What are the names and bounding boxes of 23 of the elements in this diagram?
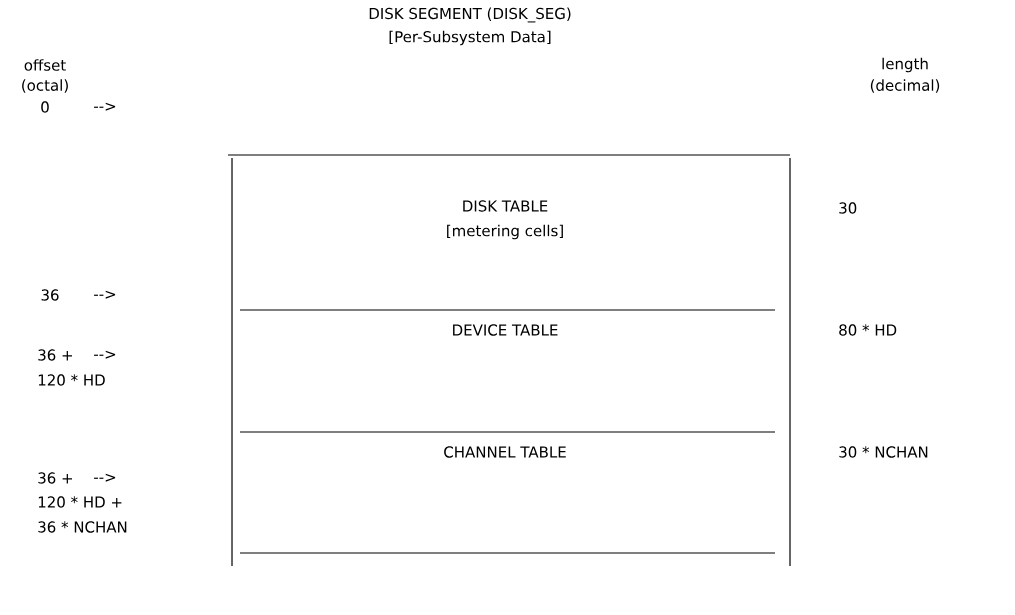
offset-value: 36	[41, 289, 59, 301]
table-section: CHANNEL TABLE	[239, 446, 776, 554]
offset-value: 120 * HD +	[38, 496, 122, 508]
column-heading: offset	[24, 59, 66, 71]
text-arrow: -->	[94, 473, 116, 482]
length-value: 80 * HD	[839, 324, 897, 336]
table-section: DEVICE TABLE	[239, 324, 776, 433]
subtitle: [Per-Subsystem Data]	[389, 30, 551, 46]
column-heading: length	[882, 57, 928, 73]
offset-value: 120 * HD	[38, 374, 105, 386]
offset-value: 36 +	[38, 472, 72, 484]
title: DISK SEGMENT (DISK_SEG)	[369, 7, 571, 23]
offset-value: 0	[41, 101, 49, 113]
offset-value: 36 +	[38, 349, 72, 361]
table-section: DISK TABLE [metering cells]	[239, 200, 776, 311]
length-value: 30	[839, 202, 857, 214]
text-arrow: -->	[94, 350, 116, 359]
text-arrow: -->	[94, 290, 116, 299]
length-value: 30 * NCHAN	[839, 446, 928, 458]
text-arrow: -->	[94, 102, 116, 111]
column-heading: (decimal)	[870, 79, 940, 93]
column-heading: (octal)	[22, 79, 68, 93]
offset-value: 36 * NCHAN	[38, 521, 127, 533]
